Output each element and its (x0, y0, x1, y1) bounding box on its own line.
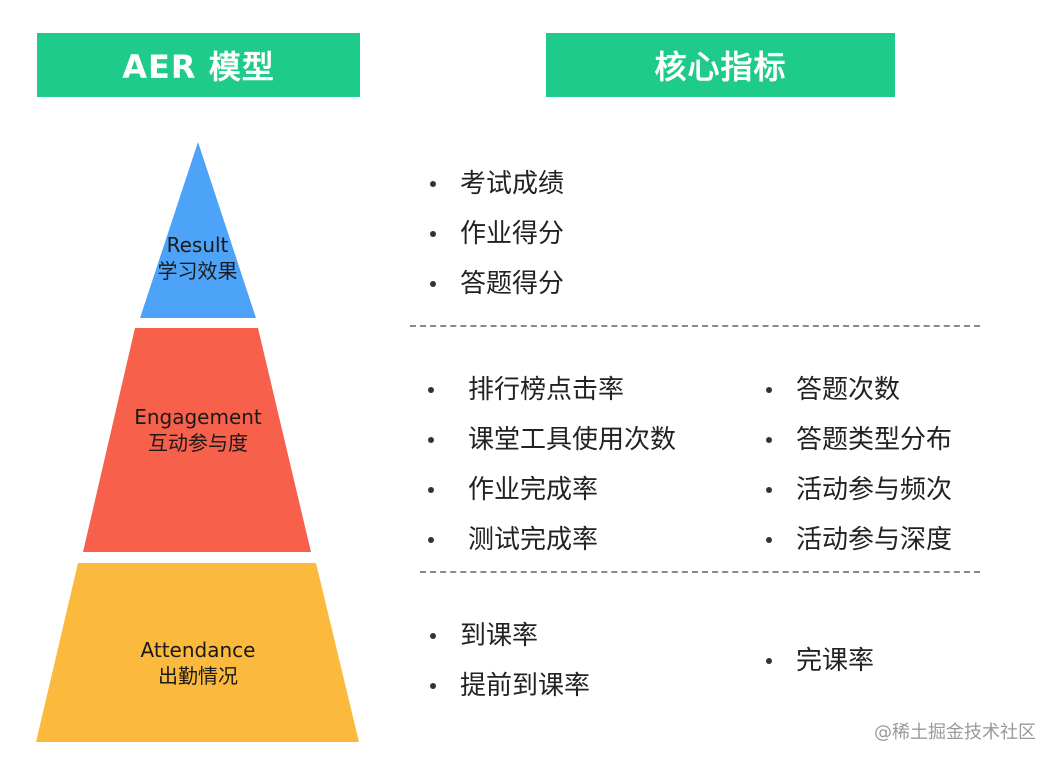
result-tier-label: Result 学习效果 (130, 232, 265, 284)
attendance-metrics-list-right: 完课率 (766, 636, 874, 686)
bullet-icon (430, 281, 436, 287)
bullet-icon (430, 683, 436, 689)
bullet-icon (428, 487, 434, 493)
attendance-tier-zh: 出勤情况 (158, 664, 238, 688)
attendance-tier-en: Attendance (140, 638, 256, 662)
bullet-icon (430, 181, 436, 187)
section-divider (420, 571, 980, 573)
bullet-icon (766, 387, 772, 393)
list-item: 提前到课率 (430, 661, 590, 711)
list-item: 到课率 (430, 611, 590, 661)
core-metrics-header-text: 核心指标 (654, 48, 787, 86)
list-item: 答题类型分布 (766, 415, 952, 465)
aer-model-header: AER 模型 (37, 33, 360, 97)
attendance-tier-label: Attendance 出勤情况 (98, 637, 298, 689)
list-item: 考试成绩 (430, 159, 564, 209)
bullet-icon (430, 633, 436, 639)
pyramid-tier-engagement (83, 328, 311, 552)
core-metrics-header: 核心指标 (546, 33, 895, 97)
bullet-icon (428, 437, 434, 443)
bullet-icon (766, 537, 772, 543)
list-item: 答题次数 (766, 365, 952, 415)
pyramid-tier-result (140, 142, 256, 318)
engagement-metrics-list-left: 排行榜点击率 课堂工具使用次数 作业完成率 测试完成率 (428, 365, 676, 565)
attendance-metrics-list-left: 到课率 提前到课率 (430, 611, 590, 711)
section-divider (410, 325, 980, 327)
engagement-tier-label: Engagement 互动参与度 (98, 404, 298, 456)
result-tier-en: Result (166, 233, 229, 257)
list-item: 排行榜点击率 (428, 365, 676, 415)
list-item: 活动参与频次 (766, 465, 952, 515)
bullet-icon (766, 437, 772, 443)
aer-model-header-text: AER 模型 (122, 48, 275, 86)
list-item: 活动参与深度 (766, 515, 952, 565)
bullet-icon (766, 487, 772, 493)
result-metrics-list: 考试成绩 作业得分 答题得分 (430, 159, 564, 309)
pyramid-tier-attendance (36, 563, 359, 742)
engagement-tier-en: Engagement (134, 405, 262, 429)
footer-attribution: @稀土掘金技术社区 (874, 722, 1036, 743)
bullet-icon (428, 537, 434, 543)
list-item: 作业完成率 (428, 465, 676, 515)
bullet-icon (430, 231, 436, 237)
list-item: 测试完成率 (428, 515, 676, 565)
list-item: 完课率 (766, 636, 874, 686)
engagement-metrics-list-right: 答题次数 答题类型分布 活动参与频次 活动参与深度 (766, 365, 952, 565)
list-item: 课堂工具使用次数 (428, 415, 676, 465)
result-tier-zh: 学习效果 (157, 259, 238, 283)
engagement-tier-zh: 互动参与度 (148, 431, 248, 455)
list-item: 作业得分 (430, 209, 564, 259)
bullet-icon (766, 658, 772, 664)
list-item: 答题得分 (430, 259, 564, 309)
bullet-icon (428, 387, 434, 393)
